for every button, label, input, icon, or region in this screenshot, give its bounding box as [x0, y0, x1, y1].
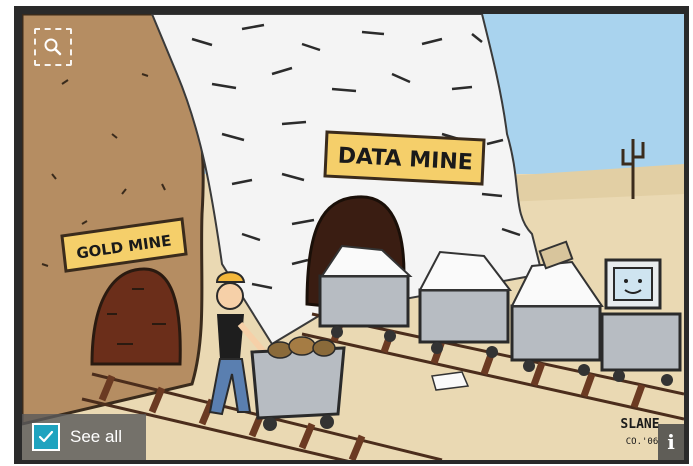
gold-mine-sign: GOLD MINE — [60, 217, 188, 273]
image-viewer-frame: DATA MINE GOLD MINE — [14, 6, 689, 464]
checkbox[interactable] — [32, 423, 60, 451]
info-button[interactable]: i — [658, 424, 684, 460]
magnifier-icon — [44, 38, 62, 56]
data-mine-cartoon[interactable]: DATA MINE GOLD MINE — [22, 14, 684, 460]
see-all-label: See all — [70, 427, 122, 446]
gold-mine-tunnel — [90, 267, 182, 366]
svg-text:CO.'06: CO.'06 — [626, 437, 659, 447]
artist-signature: SLANE CO.'06 — [620, 417, 659, 447]
miner — [208, 271, 267, 416]
svg-text:SLANE: SLANE — [620, 417, 659, 432]
image-viewer[interactable]: DATA MINE GOLD MINE — [22, 14, 684, 460]
gold-ore-cart — [250, 336, 346, 431]
mine-cart — [418, 250, 513, 358]
mine-cart — [318, 244, 413, 342]
cactus-icon — [621, 139, 645, 199]
loose-paper — [431, 371, 470, 391]
mine-cart — [510, 240, 604, 376]
see-all-toggle[interactable]: See all — [22, 414, 146, 460]
zoom-button[interactable] — [34, 28, 72, 66]
mine-cart — [600, 258, 682, 386]
checkmark-icon — [38, 430, 54, 443]
data-mine-sign: DATA MINE — [323, 130, 486, 186]
